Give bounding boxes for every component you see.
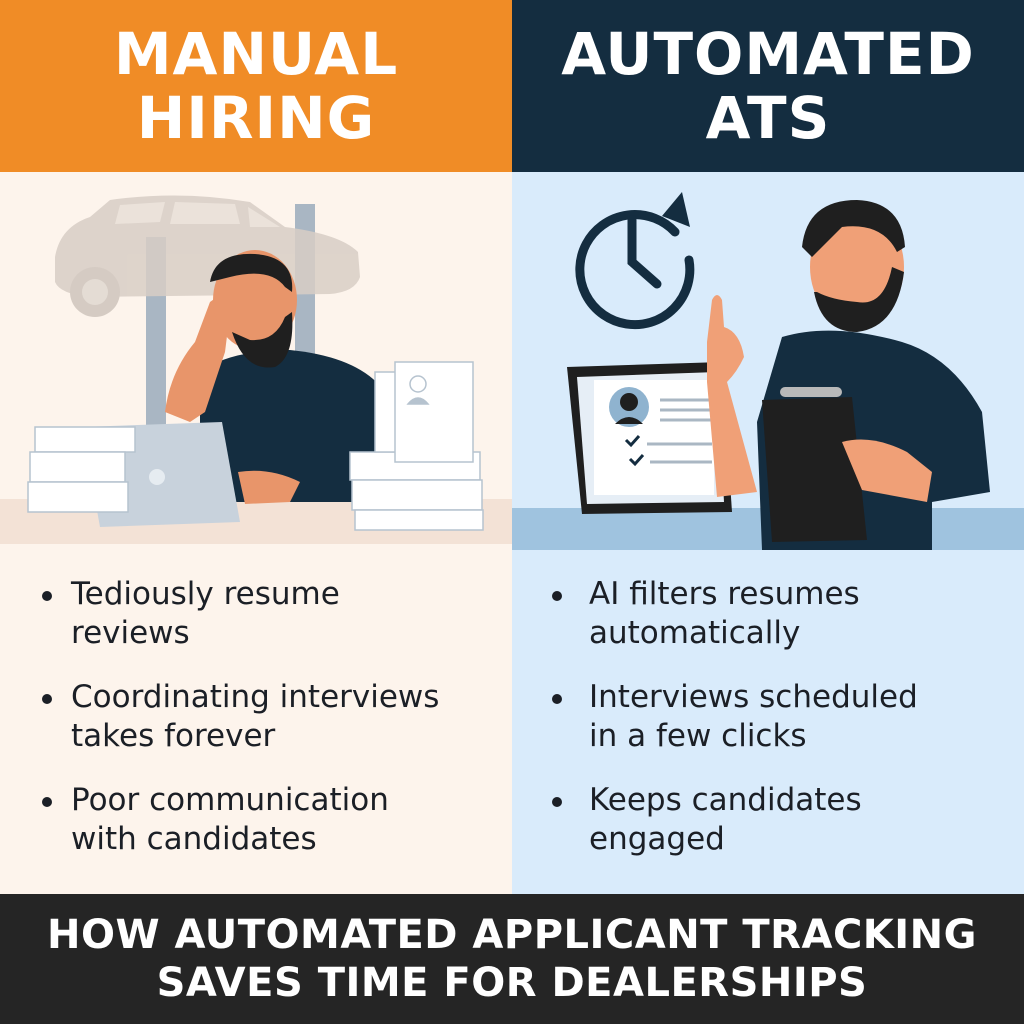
list-item: Interviews scheduled in a few clicks — [512, 678, 1024, 756]
resume-stack-icon — [349, 361, 484, 531]
automated-ats-header: AUTOMATED ATS — [512, 0, 1024, 172]
shirt-icon — [200, 350, 385, 502]
automated-ats-column: AUTOMATED ATS — [512, 0, 1024, 894]
footer-banner: HOW AUTOMATED APPLICANT TRACKING SAVES T… — [0, 894, 1024, 1024]
paper-stack-icon — [27, 426, 136, 513]
list-item: Keeps candidates engaged — [512, 781, 1024, 859]
list-item: AI filters resumes automatically — [512, 575, 1024, 653]
checkmark-icon — [624, 435, 645, 467]
laptop-icon — [567, 362, 732, 514]
beard-icon — [814, 267, 904, 332]
manual-hiring-pain-points: Tediously resume reviews Coordinating in… — [0, 575, 512, 884]
manual-hiring-header: MANUAL HIRING — [0, 0, 512, 172]
list-item: Poor communication with candidates — [0, 781, 512, 859]
happy-worker-illustration — [512, 172, 1024, 552]
arm-icon — [165, 297, 230, 422]
header-title-line: HIRING — [136, 84, 376, 152]
bullet-icon — [552, 797, 562, 807]
bullet-icon — [42, 591, 52, 601]
raised-finger-icon — [707, 295, 757, 497]
header-title-line: AUTOMATED — [561, 20, 975, 88]
hair-icon — [210, 253, 293, 292]
manual-hiring-column: MANUAL HIRING — [0, 0, 512, 894]
footer-title-line: SAVES TIME FOR DEALERSHIPS — [156, 960, 868, 1006]
footer-title-line: HOW AUTOMATED APPLICANT TRACKING — [47, 912, 977, 958]
list-item: Coordinating interviews takes forever — [0, 678, 512, 756]
bullet-icon — [552, 591, 562, 601]
hair-icon — [802, 200, 905, 257]
clock-refresh-icon — [575, 210, 695, 330]
beard-icon — [232, 312, 293, 368]
stressed-worker-illustration — [0, 172, 512, 552]
bullet-icon — [42, 694, 52, 704]
header-title-line: MANUAL — [113, 20, 399, 88]
clipboard-icon — [762, 387, 867, 542]
automated-ats-benefits: AI filters resumes automatically Intervi… — [512, 575, 1024, 884]
list-item: Tediously resume reviews — [0, 575, 512, 653]
bullet-icon — [552, 694, 562, 704]
header-title-line: ATS — [705, 84, 831, 152]
bullet-icon — [42, 797, 52, 807]
